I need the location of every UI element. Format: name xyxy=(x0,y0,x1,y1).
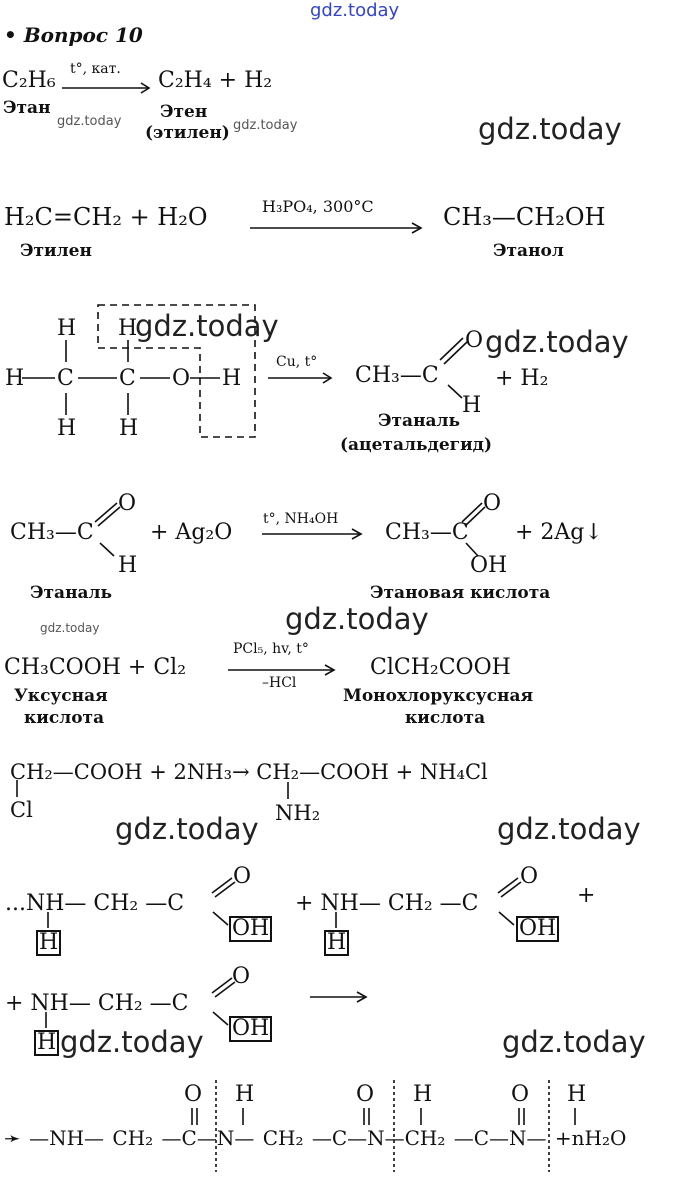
eq7-part3: + NH— CH₂ —C xyxy=(5,991,189,1016)
eq3-name: Этаналь xyxy=(378,411,461,431)
eq7-part2: + NH— CH₂ —C xyxy=(295,891,479,916)
atom-o: O xyxy=(184,1082,203,1107)
atom-o: O xyxy=(118,491,137,516)
eq5-name-p1: Монохлоруксусная xyxy=(343,686,534,706)
atom-h-boxed: H xyxy=(36,930,62,956)
atom-h: H xyxy=(222,366,242,391)
eq1-reactant: C₂H₆ xyxy=(2,68,56,93)
atom-h: H xyxy=(118,316,138,341)
eq2-product: CH₃—CH₂OH xyxy=(443,203,606,231)
eq6-line: CH₂—COOH + 2NH₃→ CH₂—COOH + NH₄Cl xyxy=(10,760,488,784)
atom-o: O xyxy=(233,864,252,889)
eq7-part1: ...NH— CH₂ —C xyxy=(5,891,185,916)
eq5-condition-2: –HCl xyxy=(262,675,297,691)
eq4-name-reactant: Этаналь xyxy=(30,583,113,603)
watermark: gdz.today xyxy=(57,114,122,129)
eq3-plus-h2: + H₂ xyxy=(495,366,549,391)
atom-o: O xyxy=(483,491,502,516)
eq4-reactant: CH₃—C xyxy=(10,520,94,545)
atom-h: H xyxy=(413,1082,433,1107)
eq6-nh2: NH₂ xyxy=(275,801,321,825)
watermark: gdz.today xyxy=(60,1025,204,1059)
eq5-condition: PCl₅, hv, t° xyxy=(233,641,309,657)
question-title: • Вопрос 10 xyxy=(4,23,143,47)
watermark: gdz.today xyxy=(502,1025,646,1059)
eq5-name-r1: Уксусная xyxy=(14,686,108,706)
eq4-condition: t°, NH₄OH xyxy=(263,511,339,527)
atom-h-boxed: H xyxy=(34,1030,60,1056)
watermark: gdz.today xyxy=(115,812,259,846)
watermark: gdz.today xyxy=(285,602,429,636)
eq7-plus: + xyxy=(577,883,596,908)
watermark: gdz.today xyxy=(478,112,622,146)
eq1-condition: t°, кат. xyxy=(70,61,121,77)
eq3-product: CH₃—C xyxy=(355,363,439,388)
atom-h: H xyxy=(5,366,25,391)
atom-o: O xyxy=(356,1082,375,1107)
eq6-cl: Cl xyxy=(10,798,33,822)
atom-h: H xyxy=(119,416,139,441)
group-oh-boxed: OH xyxy=(229,916,273,942)
eq2-reactants: H₂C=CH₂ + H₂O xyxy=(4,203,208,231)
watermark: gdz.today xyxy=(40,621,100,635)
eq2-condition: H₃PO₄, 300°C xyxy=(262,197,374,216)
watermark: gdz.today xyxy=(233,118,298,133)
group-oh-boxed: OH xyxy=(516,916,560,942)
eq2-name-product: Этанол xyxy=(493,241,564,261)
watermark: gdz.today xyxy=(485,325,629,359)
atom-h: H xyxy=(57,416,77,441)
eq4-name-product: Этановая кислота xyxy=(370,583,551,603)
watermark: gdz.today xyxy=(135,309,279,343)
atom-o: O xyxy=(232,964,251,989)
watermark-top: gdz.today xyxy=(310,0,400,21)
eq1-name-product: Этен xyxy=(160,102,208,122)
atom-c: C xyxy=(119,366,136,391)
eq8-chain: ➛ —NH— CH₂ —C—N— CH₂ —C—N—CH₂ —C—N— +nH₂… xyxy=(4,1126,627,1150)
eq1-name-reactant: Этан xyxy=(3,98,51,118)
eq1-name-product-alt: (этилен) xyxy=(145,123,230,143)
group-oh: OH xyxy=(470,553,508,578)
eq1-product: C₂H₄ + H₂ xyxy=(158,68,273,93)
atom-h: H xyxy=(567,1082,587,1107)
eq5-name-p2: кислота xyxy=(405,708,486,728)
eq4-plus-ag: + 2Ag↓ xyxy=(515,520,603,545)
atom-o: O xyxy=(172,366,191,391)
eq3-condition: Cu, t° xyxy=(276,354,318,370)
eq3-name-alt: (ацетальдегид) xyxy=(340,435,493,455)
atom-h: H xyxy=(462,393,482,418)
eq2-name-reactant: Этилен xyxy=(20,241,92,261)
eq5-product: ClCH₂COOH xyxy=(370,655,511,680)
group-oh-boxed: OH xyxy=(229,1016,273,1042)
atom-o: O xyxy=(511,1082,530,1107)
atom-h: H xyxy=(57,316,77,341)
atom-h: H xyxy=(235,1082,255,1107)
atom-h: H xyxy=(118,553,138,578)
atom-c: C xyxy=(57,366,74,391)
atom-o: O xyxy=(465,328,484,353)
atom-o: O xyxy=(520,864,539,889)
watermark: gdz.today xyxy=(497,812,641,846)
eq5-reactants: CH₃COOH + Cl₂ xyxy=(4,655,187,680)
eq4-plus-ag2o: + Ag₂O xyxy=(150,520,233,545)
eq4-product: CH₃—C xyxy=(385,520,469,545)
eq5-name-r2: кислота xyxy=(24,708,105,728)
atom-h-boxed: H xyxy=(324,930,350,956)
